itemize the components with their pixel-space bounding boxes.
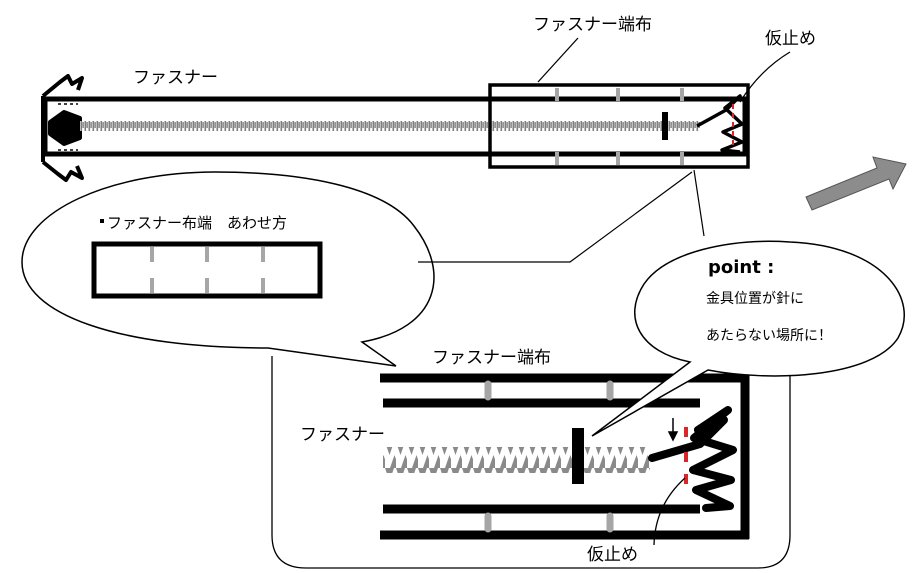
zipper-overview: ファスナー ファスナー端布 仮止め bbox=[41, 15, 816, 182]
alignment-marks-zoom bbox=[484, 380, 614, 533]
alignment-callout-title: ファスナー布端 あわせ方 bbox=[107, 214, 287, 232]
alignment-marks-top bbox=[555, 88, 684, 165]
end-cloth-label-top: ファスナー端布 bbox=[533, 15, 652, 35]
tacking-stitch-zoomed bbox=[648, 406, 737, 512]
zipper-tape bbox=[42, 96, 748, 157]
needle-position-arrow-icon bbox=[667, 418, 679, 442]
alignment-callout: ファスナー布端 あわせ方 bbox=[21, 171, 435, 367]
alignment-marks-sample bbox=[150, 247, 265, 293]
zipper-stop-zoomed bbox=[572, 428, 584, 484]
end-cloth-alignment-sample bbox=[91, 241, 323, 299]
temp-stop-label-top: 仮止め bbox=[765, 29, 816, 49]
zipper-stop bbox=[662, 112, 668, 140]
zipper-pull-tab bbox=[41, 74, 84, 182]
zipper-teeth bbox=[80, 121, 700, 131]
point-line-1: 金具位置が針に bbox=[706, 291, 804, 307]
end-cloth-label-zoom: ファスナー端布 bbox=[432, 348, 551, 368]
tacking-stitch-top bbox=[696, 94, 744, 154]
fastener-label-top: ファスナー bbox=[133, 68, 218, 88]
point-title: point : bbox=[708, 257, 774, 278]
next-step-arrow-icon bbox=[805, 156, 907, 211]
zoom-panel-frame bbox=[271, 356, 791, 569]
zipper-teeth-zoomed bbox=[383, 447, 650, 473]
temp-stop-label-zoom: 仮止め bbox=[587, 545, 638, 565]
point-line-2: あたらない場所に！ bbox=[706, 328, 832, 344]
point-callout: point : 金具位置が針に あたらない場所に！ bbox=[591, 240, 905, 437]
fastener-end-cloth bbox=[488, 83, 750, 169]
fastener-label-zoom: ファスナー bbox=[300, 425, 385, 445]
